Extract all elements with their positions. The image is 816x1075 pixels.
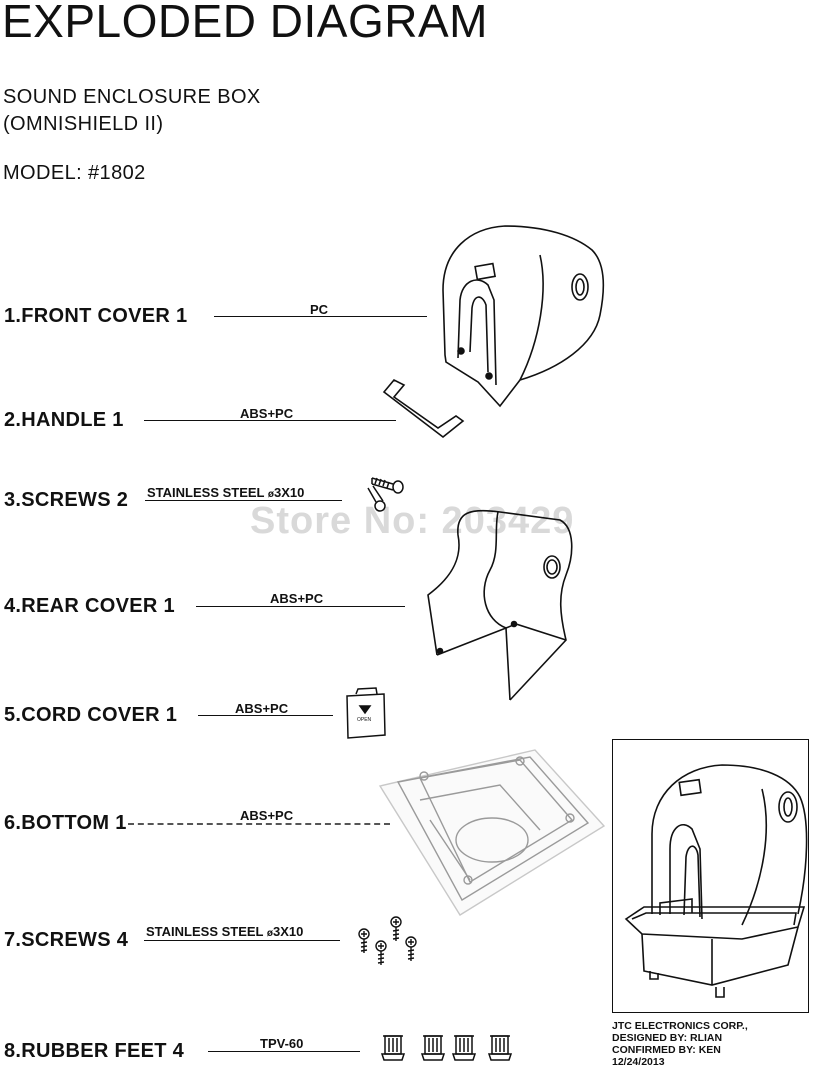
material-handle: ABS+PC	[240, 406, 294, 421]
credits-designed-by: DESIGNED BY: RLIAN	[612, 1032, 723, 1044]
model-number: MODEL: #1802	[3, 162, 146, 184]
assembled-view-drawing	[624, 764, 808, 998]
part-label-front-cover: 1.FRONT COVER 1	[4, 305, 188, 327]
product-series: (OMNISHIELD II)	[3, 113, 164, 135]
leader-line-handle	[144, 420, 396, 421]
credits-date: 12/24/2013	[612, 1056, 665, 1068]
assembled-view-frame	[612, 739, 809, 1013]
part-label-handle: 2.HANDLE 1	[4, 409, 124, 431]
part-label-cord-cover: 5.CORD COVER 1	[4, 704, 178, 726]
material-rubber-feet: TPV-60	[260, 1036, 304, 1051]
credits-confirmed-by: CONFIRMED BY: KEN	[612, 1044, 721, 1056]
part-label-rubber-feet: 8.RUBBER FEET 4	[4, 1040, 185, 1062]
material-screws-4: STAINLESS STEEL ø3X10	[146, 924, 304, 939]
leader-line-rubber-feet	[208, 1051, 360, 1052]
front-cover-drawing	[442, 225, 605, 408]
part-label-rear-cover: 4.REAR COVER 1	[4, 595, 175, 617]
product-name: SOUND ENCLOSURE BOX	[3, 86, 261, 108]
diagram-title: EXPLODED DIAGRAM	[2, 0, 488, 47]
material-screws-2: STAINLESS STEEL ø3X10	[147, 485, 305, 500]
leader-line-screws-2	[145, 500, 342, 501]
leader-line-bottom	[128, 823, 390, 825]
leader-line-front-cover	[214, 316, 427, 317]
leader-line-cord-cover	[198, 715, 333, 716]
handle-drawing	[382, 379, 465, 439]
material-cord-cover: ABS+PC	[235, 701, 289, 716]
screws-2-drawing	[367, 477, 404, 512]
cord-cover-open-text: OPEN	[357, 717, 372, 723]
credits-block: JTC ELECTRONICS CORP., DESIGNED BY: RLIA…	[612, 1020, 748, 1068]
part-label-bottom: 6.BOTTOM 1	[4, 812, 127, 834]
rear-cover-drawing	[427, 509, 573, 701]
cord-cover-drawing: OPEN	[346, 687, 386, 739]
store-watermark: Store No: 203429	[250, 500, 575, 542]
credits-company: JTC ELECTRONICS CORP.,	[612, 1020, 748, 1032]
part-label-screws-4: 7.SCREWS 4	[4, 929, 129, 951]
bottom-tray-drawing	[378, 749, 606, 916]
part-label-screws-2: 3.SCREWS 2	[4, 489, 129, 511]
material-front-cover: PC	[310, 302, 329, 317]
rubber-feet-drawing	[380, 1035, 513, 1061]
leader-line-rear-cover	[196, 606, 405, 607]
screws-4-drawing	[358, 916, 417, 965]
material-bottom: ABS+PC	[240, 808, 294, 823]
material-rear-cover: ABS+PC	[270, 591, 324, 606]
leader-line-screws-4	[144, 940, 340, 941]
